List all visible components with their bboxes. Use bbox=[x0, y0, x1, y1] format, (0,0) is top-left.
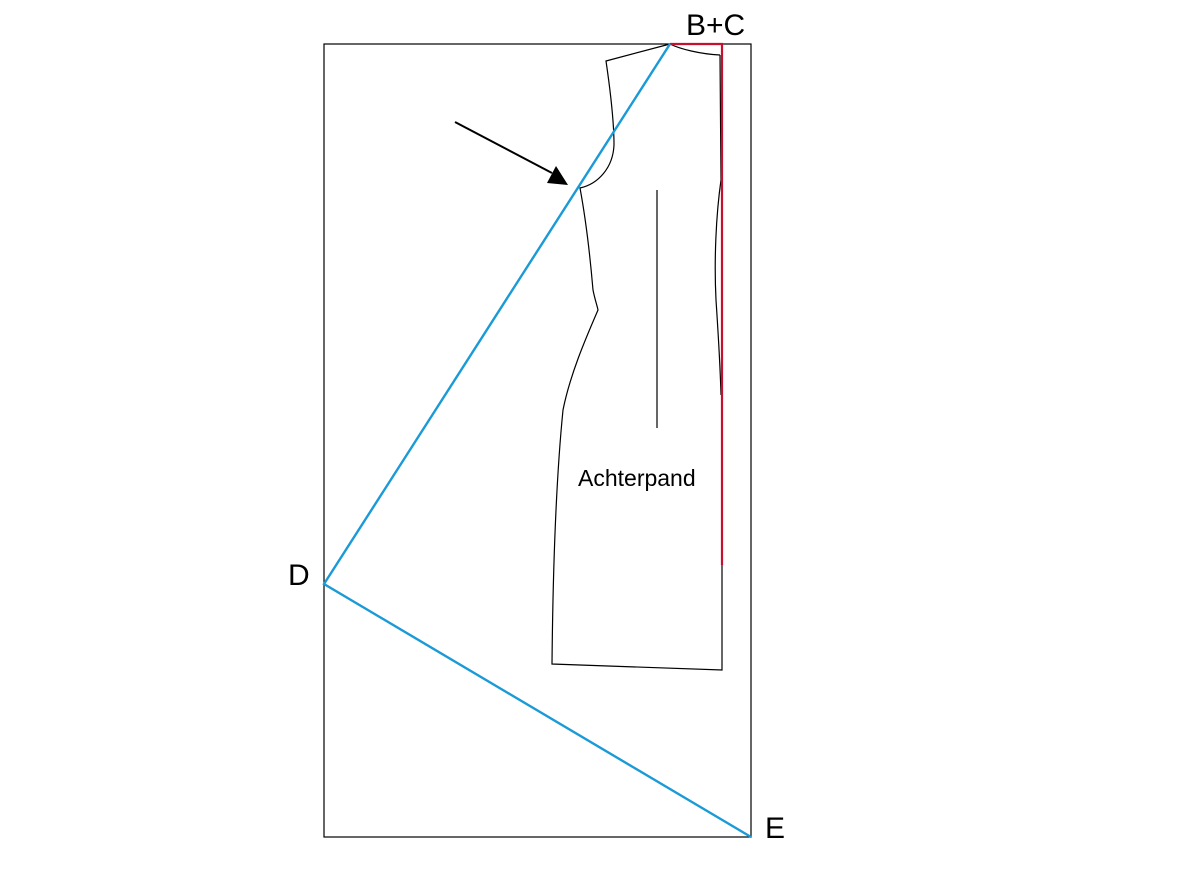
arrow-head-icon bbox=[547, 166, 568, 185]
neckline bbox=[669, 43, 721, 56]
paper-frame bbox=[323, 43, 752, 838]
piece-label: Achterpand bbox=[578, 465, 696, 491]
arrow-shaft bbox=[454, 121, 553, 174]
construction-line bbox=[322, 43, 752, 839]
back-piece-outline bbox=[551, 43, 723, 671]
point-label-d: D bbox=[288, 559, 310, 592]
center-back-red-line bbox=[670, 42, 724, 565]
point-label-e: E bbox=[765, 812, 785, 845]
point-label-bc: B+C bbox=[686, 9, 745, 42]
center-back-seam bbox=[714, 54, 722, 396]
